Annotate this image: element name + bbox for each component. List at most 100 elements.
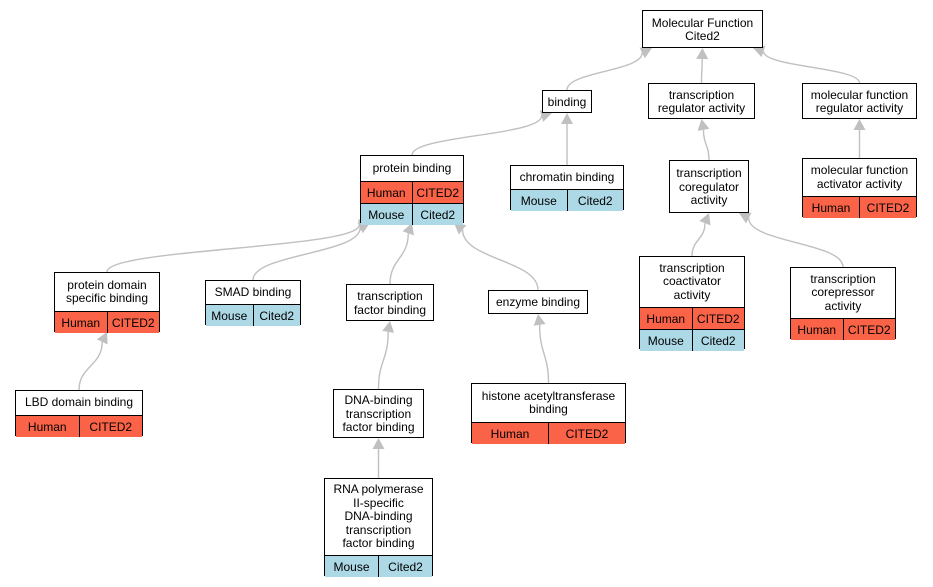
arrowhead-tfb-to-pb [402, 223, 414, 236]
arrowhead-mfaa-to-mfra [853, 119, 866, 130]
edge-dna-to-tfb [377, 331, 389, 390]
edge-eb-to-pb [461, 229, 539, 291]
node-label: transcription coregulator activity [676, 166, 742, 208]
node-label: RNA polymerase II-specific DNA-binding t… [333, 482, 424, 551]
edge-mfra-to-mf [762, 51, 861, 84]
node-molecular-function-cited2[interactable]: Molecular Function Cited2 [642, 10, 763, 48]
node-enzyme-binding[interactable]: enzyme binding [488, 290, 588, 314]
gene-cell: CITED2 [548, 423, 625, 444]
edge-tfb-to-pb [389, 233, 409, 285]
node-transcription-corepressor-activity[interactable]: transcription corepressor activity Human… [790, 267, 896, 340]
node-label: protein domain specific binding [65, 277, 149, 305]
arrowhead-pb-to-bind [539, 110, 552, 122]
species-cell: Mouse [368, 207, 405, 222]
edge-tcor-to-tcra [748, 217, 844, 268]
arrowhead-hat-to-eb [533, 314, 546, 326]
arrowhead-smad-to-pb [357, 222, 370, 234]
node-rna-polymerase-ii-specific-dna-binding-transcription-factor-binding[interactable]: RNA polymerase II-specific DNA-binding t… [324, 478, 433, 577]
edge-tra-to-mf [700, 58, 703, 84]
gene-cell: Cited2 [691, 330, 745, 351]
species-cell: Human [490, 426, 530, 441]
node-transcription-coactivator-activity[interactable]: transcription coactivator activity Human… [639, 256, 745, 351]
gene-row-mouse: Mouse Cited2 [511, 189, 623, 211]
node-label: molecular function activator activity [810, 163, 909, 191]
gene-cell: Cited2 [411, 204, 464, 225]
node-protein-binding[interactable]: protein binding Human CITED2 Mouse Cited… [360, 155, 464, 225]
node-label: LBD domain binding [24, 395, 134, 410]
gene-row-mouse: Mouse Cited2 [325, 555, 432, 577]
species-cell: Human [366, 185, 406, 200]
gene-cell: Cited2 [378, 556, 432, 577]
node-protein-domain-specific-binding[interactable]: protein domain specific binding Human CI… [54, 272, 160, 333]
gene-row-human: Human CITED2 [791, 318, 895, 340]
edge-smad-to-pb [252, 227, 361, 281]
species-cell: Mouse [211, 308, 248, 323]
node-label: Molecular Function Cited2 [651, 15, 754, 43]
edge-tca-to-tcra [691, 223, 706, 257]
node-label: DNA-binding transcription factor binding [342, 393, 415, 435]
arrowhead-bind-to-mf [639, 47, 652, 59]
gene-row-mouse: Mouse Cited2 [361, 203, 463, 225]
node-label: transcription factor binding [353, 289, 427, 317]
edge-pb-to-bind [411, 115, 543, 156]
edge-pdsb-to-pb [106, 224, 360, 273]
arrowhead-rnap-to-dna [372, 438, 385, 449]
edge-bind-to-mf [566, 52, 643, 91]
arrowhead-cb-to-bind [561, 113, 573, 124]
species-cell: Human [646, 311, 686, 326]
node-transcription-coregulator-activity[interactable]: transcription coregulator activity [669, 160, 749, 213]
node-chromatin-binding[interactable]: chromatin binding Mouse Cited2 [510, 165, 624, 211]
gene-row-human: Human CITED2 [472, 422, 625, 444]
node-label: enzyme binding [495, 295, 581, 310]
node-dna-binding-transcription-factor-binding[interactable]: DNA-binding transcription factor binding [333, 389, 424, 438]
edge-tcra-to-tra [702, 129, 710, 161]
gene-cell: CITED2 [859, 197, 916, 218]
species-cell: Human [61, 315, 101, 330]
gene-cell: CITED2 [691, 308, 745, 329]
node-label: chromatin binding [519, 169, 615, 184]
gene-row-human: Human CITED2 [361, 181, 463, 203]
node-label: SMAD binding [214, 284, 292, 299]
arrowhead-dna-to-tfb [382, 321, 395, 333]
node-label: transcription coactivator activity [659, 260, 725, 302]
node-label: binding [547, 94, 587, 109]
edge-hat-to-eb [538, 324, 550, 384]
gene-row-human: Human CITED2 [55, 311, 159, 333]
gene-cell: CITED2 [411, 182, 464, 203]
node-transcription-regulator-activity[interactable]: transcription regulator activity [648, 83, 755, 119]
gene-cell: Cited2 [252, 305, 301, 326]
node-lbd-domain-binding[interactable]: LBD domain binding Human CITED2 [15, 390, 143, 437]
node-label: protein binding [372, 160, 452, 175]
node-binding[interactable]: binding [542, 90, 592, 113]
gene-row-human: Human CITED2 [16, 415, 142, 437]
node-label: transcription regulator activity [657, 87, 746, 115]
arrowhead-eb-to-pb [454, 223, 467, 235]
node-molecular-function-activator-activity[interactable]: molecular function activator activity Hu… [802, 158, 917, 218]
gene-row-human: Human CITED2 [803, 196, 916, 218]
species-cell: Human [27, 419, 67, 434]
gene-cell: CITED2 [842, 319, 896, 340]
species-cell: Mouse [333, 559, 370, 574]
species-cell: Mouse [647, 333, 684, 348]
node-label: transcription corepressor activity [810, 271, 876, 313]
gene-row-mouse: Mouse Cited2 [640, 329, 744, 351]
arrowhead-tra-to-mf [696, 48, 709, 60]
node-molecular-function-regulator-activity[interactable]: molecular function regulator activity [802, 83, 917, 119]
node-label: histone acetyltransferase binding [481, 388, 616, 416]
gene-row-mouse: Mouse Cited2 [206, 304, 300, 326]
arrowhead-lbd-to-pdsb [96, 332, 108, 345]
arrowhead-tcor-to-tcra [739, 212, 752, 224]
gene-row-human: Human CITED2 [640, 307, 744, 329]
edge-lbd-to-pdsb [78, 341, 103, 391]
arrowhead-tcra-to-tra [697, 119, 710, 131]
gene-cell: CITED2 [78, 416, 143, 437]
arrowhead-tca-to-tcra [699, 213, 711, 226]
node-label: molecular function regulator activity [810, 87, 909, 115]
node-smad-binding[interactable]: SMAD binding Mouse Cited2 [205, 280, 301, 326]
node-histone-acetyltransferase-binding[interactable]: histone acetyltransferase binding Human … [471, 383, 626, 444]
node-transcription-factor-binding[interactable]: transcription factor binding [346, 284, 434, 321]
species-cell: Mouse [520, 193, 557, 208]
species-cell: Human [797, 322, 837, 337]
gene-cell: Cited2 [566, 190, 624, 211]
